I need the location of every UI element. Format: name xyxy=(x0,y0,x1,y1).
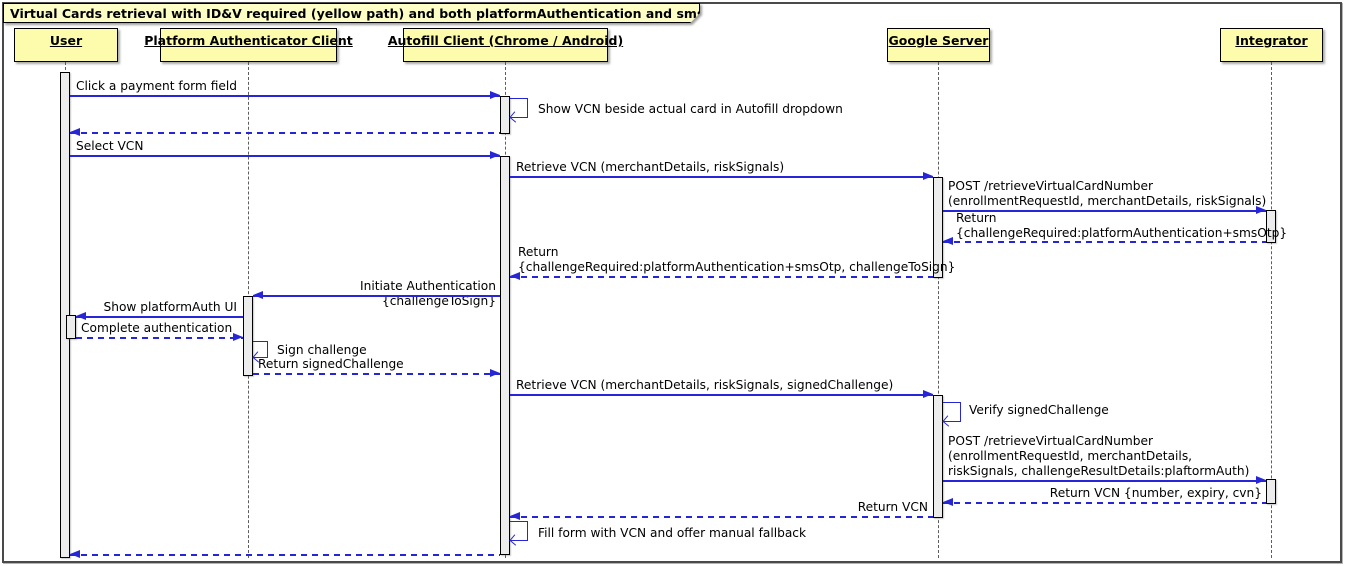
message-line xyxy=(76,316,243,318)
message-label: Retrieve VCN (merchantDetails, riskSigna… xyxy=(516,378,894,392)
activation-bar-platform-authenticator xyxy=(243,296,253,376)
arrowhead-left xyxy=(253,291,263,299)
arrowhead-left xyxy=(943,237,953,245)
message-line xyxy=(70,554,500,556)
arrowhead-right xyxy=(1256,476,1266,484)
lifeline-integrator xyxy=(1271,62,1272,558)
activation-bar-autofill-2 xyxy=(500,156,510,555)
participant-box-autofill-client: Autofill Client (Chrome / Android) xyxy=(388,28,623,62)
message-line xyxy=(70,155,500,157)
arrowhead-right xyxy=(1256,206,1266,214)
message-line xyxy=(510,276,933,278)
message-line xyxy=(253,295,500,297)
arrowhead-left xyxy=(510,512,520,520)
message-label: Click a payment form field xyxy=(76,79,238,93)
arrowhead-right xyxy=(233,333,243,341)
arrowhead-left xyxy=(76,312,86,320)
arrowhead-right xyxy=(490,151,500,159)
self-message-loop xyxy=(253,341,268,358)
message-label: Initiate Authentication {challengeToSign… xyxy=(360,279,496,308)
diagram-title-tab: Virtual Cards retrieval with ID&V requir… xyxy=(3,3,700,23)
participant-box-platform-authenticator: Platform Authenticator Client xyxy=(144,28,353,62)
arrowhead-right xyxy=(490,369,500,377)
message-label: Sign challenge xyxy=(277,343,367,357)
message-label: Fill form with VCN and offer manual fall… xyxy=(538,526,807,540)
arrowhead-left xyxy=(510,272,520,280)
message-label: Select VCN xyxy=(76,139,144,153)
lifeline-google-server xyxy=(938,62,939,558)
message-line xyxy=(510,394,933,396)
message-line xyxy=(76,337,243,339)
arrowhead-left xyxy=(943,498,953,506)
arrowhead-left xyxy=(70,128,80,136)
arrowhead-right xyxy=(923,172,933,180)
activation-bar-integrator-1 xyxy=(1266,210,1276,243)
self-message-loop xyxy=(510,98,528,118)
diagram-title: Virtual Cards retrieval with ID&V requir… xyxy=(3,3,700,23)
message-line xyxy=(943,502,1266,504)
activation-bar-google-2 xyxy=(933,395,943,518)
self-message-loop xyxy=(510,521,528,541)
participant-label-google-server: Google Server xyxy=(888,33,989,48)
activation-bar-autofill-1 xyxy=(500,96,510,134)
arrowhead-right xyxy=(490,91,500,99)
message-label: Return signedChallenge xyxy=(258,357,404,371)
participant-box-integrator: Integrator xyxy=(1220,28,1323,62)
participant-label-integrator: Integrator xyxy=(1235,33,1308,48)
arrowhead-right xyxy=(923,390,933,398)
activation-bar-user-nested xyxy=(66,315,76,339)
message-label: POST /retrieveVirtualCardNumber (enrollm… xyxy=(948,434,1250,478)
message-label: Verify signedChallenge xyxy=(969,403,1109,417)
message-label: POST /retrieveVirtualCardNumber (enrollm… xyxy=(948,179,1267,208)
message-line xyxy=(510,516,933,518)
message-label: Return {challengeRequired:platformAuthen… xyxy=(956,211,1288,240)
participant-label-user: User xyxy=(49,33,83,48)
message-label: Return {challengeRequired:platformAuthen… xyxy=(518,245,956,274)
message-label: Return VCN xyxy=(857,500,928,514)
message-label: Retrieve VCN (merchantDetails, riskSigna… xyxy=(516,160,785,174)
participant-label-autofill-client: Autofill Client (Chrome / Android) xyxy=(387,33,624,48)
arrowhead-left xyxy=(70,550,80,558)
message-label: Show platformAuth UI xyxy=(103,300,238,314)
participant-box-user: User xyxy=(14,28,118,62)
participant-label-platform-authenticator: Platform Authenticator Client xyxy=(144,33,353,48)
message-line xyxy=(943,241,1266,243)
message-line xyxy=(70,95,500,97)
message-line xyxy=(70,132,500,134)
activation-bar-integrator-2 xyxy=(1266,479,1276,504)
message-line xyxy=(510,176,933,178)
message-line xyxy=(253,373,500,375)
message-line xyxy=(943,480,1266,482)
message-label: Show VCN beside actual card in Autofill … xyxy=(538,102,843,116)
message-label: Return VCN {number, expiry, cvn} xyxy=(1049,486,1262,500)
participant-box-google-server: Google Server xyxy=(887,28,990,62)
message-label: Complete authentication xyxy=(81,321,233,335)
self-message-loop xyxy=(943,402,961,422)
message-line xyxy=(943,210,1266,212)
activation-bar-google-1 xyxy=(933,177,943,278)
